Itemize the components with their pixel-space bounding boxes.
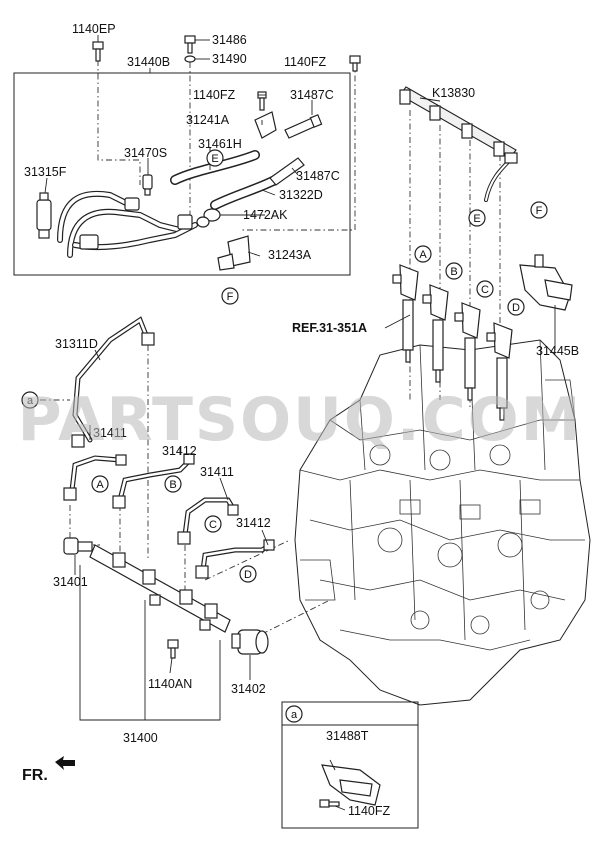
sensor-31470S[interactable] (142, 174, 153, 196)
svg-text:E: E (473, 213, 480, 225)
svg-text:FR.: FR. (22, 767, 48, 784)
svg-text:C: C (481, 284, 489, 296)
label-31322D[interactable]: 31322D (279, 188, 323, 202)
pipe-31412-a[interactable] (112, 453, 195, 509)
label-1140EP[interactable]: 1140EP (72, 22, 116, 36)
label-31486[interactable]: 31486 (212, 33, 247, 47)
callout-A-injector[interactable]: A (414, 245, 432, 263)
pipe-31411-a[interactable] (63, 454, 127, 501)
bolt-31486[interactable] (184, 35, 196, 54)
bolt-1140FZ-top[interactable] (349, 55, 361, 72)
return-hose-assembly[interactable] (57, 190, 198, 258)
svg-text:F: F (227, 291, 234, 303)
svg-text:A: A (419, 249, 427, 261)
label-31411-b[interactable]: 31411 (200, 465, 234, 479)
label-ref-31-351A[interactable]: REF.31-351A (292, 321, 367, 335)
label-K13830[interactable]: K13830 (432, 86, 475, 100)
label-1140FZ-inner[interactable]: 1140FZ (193, 88, 236, 102)
inset-frame (281, 701, 419, 829)
callout-a-inset[interactable]: a (285, 705, 303, 723)
front-indicator: FR. (22, 756, 75, 784)
label-31411-a[interactable]: 31411 (93, 426, 127, 440)
label-31311D[interactable]: 31311D (55, 337, 98, 351)
label-31243A[interactable]: 31243A (268, 248, 312, 262)
callout-C-injector[interactable]: C (476, 280, 494, 298)
callout-a-left[interactable]: a (21, 391, 39, 409)
common-rail-31400[interactable] (89, 544, 231, 633)
callout-D-pipe[interactable]: D (239, 565, 257, 583)
engine-block (294, 339, 591, 706)
callout-A-pipe[interactable]: A (91, 475, 109, 493)
svg-text:D: D (512, 302, 520, 314)
label-31490[interactable]: 31490 (212, 52, 247, 66)
pipe-31411-b[interactable] (177, 497, 239, 545)
front-arrow-icon (55, 756, 75, 770)
label-31487C-b[interactable]: 31487C (296, 169, 340, 183)
injector-2[interactable] (422, 284, 449, 383)
label-31401[interactable]: 31401 (53, 575, 88, 589)
bracket-31241A[interactable] (254, 91, 277, 139)
hose-31461H[interactable] (170, 150, 260, 185)
svg-text:B: B (169, 479, 176, 491)
injector-3[interactable] (454, 302, 481, 401)
label-31487C-a[interactable]: 31487C (290, 88, 334, 102)
clip-1472AK[interactable] (196, 208, 221, 228)
injector-4[interactable] (486, 322, 513, 421)
hose-31322D[interactable] (210, 175, 280, 210)
label-31402[interactable]: 31402 (231, 682, 266, 696)
bracket-31488T[interactable] (321, 764, 381, 806)
assembly-frame-31440B (13, 72, 351, 276)
label-31440B[interactable]: 31440B (127, 55, 170, 69)
label-31445B[interactable]: 31445B (536, 344, 579, 358)
callout-E-top[interactable]: E (206, 149, 224, 167)
pressure-sensor-31401[interactable] (63, 537, 93, 555)
label-1140AN[interactable]: 1140AN (148, 677, 192, 691)
sensor-31315F[interactable] (36, 192, 52, 239)
connector-31487C-a[interactable] (284, 114, 323, 139)
svg-text:D: D (244, 569, 252, 581)
svg-text:B: B (450, 266, 457, 278)
svg-text:E: E (211, 153, 218, 165)
svg-text:a: a (27, 395, 34, 407)
callout-F-bottom[interactable]: F (221, 287, 239, 305)
bolt-1140EP[interactable] (92, 41, 104, 62)
callout-C-pipe[interactable]: C (204, 515, 222, 533)
pipe-31412-b[interactable] (195, 539, 275, 579)
label-31488T[interactable]: 31488T (326, 729, 369, 743)
svg-text:a: a (291, 709, 298, 721)
part-labels: 1140EP 31486 31490 31440B 1140FZ K13830 … (24, 22, 579, 818)
label-31315F[interactable]: 31315F (24, 165, 67, 179)
connector-31487C-b[interactable] (269, 157, 305, 186)
label-31412-a[interactable]: 31412 (162, 444, 197, 458)
injector-1[interactable] (392, 264, 419, 363)
label-31400[interactable]: 31400 (123, 731, 158, 745)
pressure-valve-31402[interactable] (231, 629, 269, 655)
clamp-31445B[interactable] (519, 254, 573, 311)
callout-B-pipe[interactable]: B (164, 475, 182, 493)
bolt-1140FZ-inset[interactable] (319, 799, 340, 808)
callout-E-right[interactable]: E (468, 209, 486, 227)
svg-text:F: F (536, 205, 543, 217)
label-1472AK[interactable]: 1472AK (243, 208, 288, 222)
callout-F-right[interactable]: F (530, 201, 548, 219)
watermark: PARTSOUQ.COM (18, 385, 583, 455)
bolt-1140AN[interactable] (167, 639, 179, 659)
label-31461H[interactable]: 31461H (198, 137, 242, 151)
svg-text:C: C (209, 519, 217, 531)
label-31470S[interactable]: 31470S (124, 146, 167, 160)
label-31412-b[interactable]: 31412 (236, 516, 271, 530)
callout-B-injector[interactable]: B (445, 262, 463, 280)
bracket-31243A[interactable] (217, 235, 251, 271)
callout-D-injector[interactable]: D (507, 298, 525, 316)
label-1140FZ-top[interactable]: 1140FZ (284, 55, 327, 69)
label-1140FZ-inset[interactable]: 1140FZ (348, 804, 391, 818)
pipe-31311D[interactable] (71, 316, 155, 448)
leakoff-hose-K13830[interactable] (399, 86, 518, 202)
leader-lines (44, 35, 556, 811)
washer-31490[interactable] (184, 55, 196, 63)
svg-text:A: A (96, 479, 104, 491)
label-31241A[interactable]: 31241A (186, 113, 230, 127)
